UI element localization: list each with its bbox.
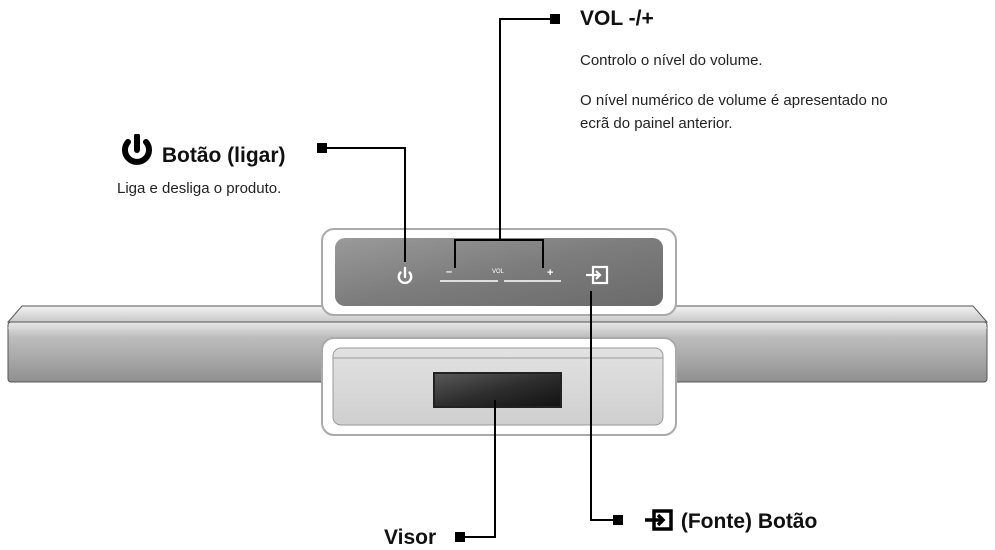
vol-callout-note-line2: ecrã do painel anterior. <box>580 115 733 132</box>
leader-lines <box>327 18 613 538</box>
power-callout-label: Botão (ligar) <box>161 144 286 167</box>
vol-callout-note-line1: O nível numérico de volume é apresentado… <box>580 92 888 109</box>
display-screen <box>433 372 562 408</box>
panel-vol-plus: + <box>547 267 553 279</box>
vol-callout-title: VOL -/+ <box>580 7 654 30</box>
source-callout-label: (Fonte) Botão <box>680 510 818 533</box>
leader-terminals <box>317 14 623 542</box>
control-panel <box>321 228 677 316</box>
panel-source-button[interactable] <box>586 265 609 285</box>
source-callout-title: (Fonte) Botão <box>643 508 817 534</box>
display-callout-title: Visor <box>384 526 437 549</box>
panel-power-button[interactable] <box>397 266 413 285</box>
source-input-icon <box>645 509 673 531</box>
panel-vol-label: VOL <box>492 269 505 275</box>
panel-volume-control[interactable]: – VOL + <box>440 266 561 282</box>
power-icon <box>122 134 152 165</box>
vol-callout-desc: Controlo o nível do volume. <box>580 52 763 69</box>
power-callout-desc: Liga e desliga o produto. <box>117 180 282 197</box>
power-callout-title: Botão (ligar) <box>118 134 286 168</box>
panel-vol-minus: – <box>446 266 452 278</box>
